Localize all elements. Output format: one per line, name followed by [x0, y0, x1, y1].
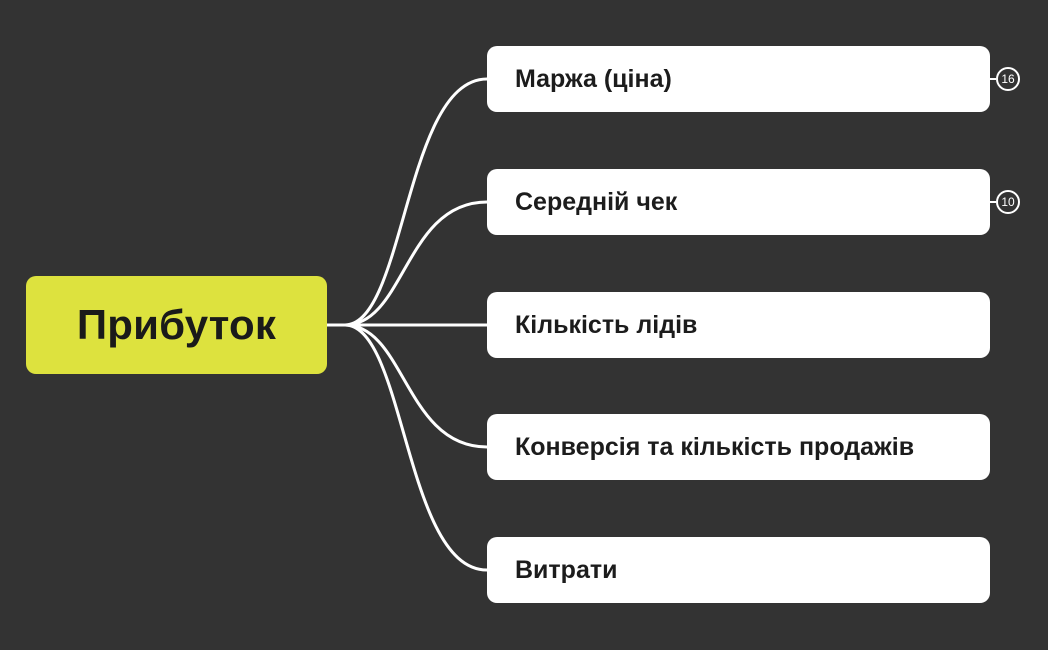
subtopic-node-vytraty[interactable]: Витрати: [487, 537, 990, 603]
connector-line-marzha: [344, 77, 488, 327]
subtopic-node-serednii-chek[interactable]: Середній чек: [487, 169, 990, 235]
subtopic-label: Конверсія та кількість продажів: [515, 432, 915, 461]
badge-count: 16: [1001, 72, 1015, 86]
subtopic-node-marzha[interactable]: Маржа (ціна): [487, 46, 990, 112]
subtopic-label: Середній чек: [515, 187, 678, 216]
subtopic-label: Кількість лідів: [515, 310, 698, 339]
connector-line-konversiia: [344, 323, 488, 449]
connector-line-vytraty: [344, 323, 488, 572]
badge-count: 10: [1001, 195, 1015, 209]
root-topic-label: Прибуток: [76, 301, 277, 348]
connector-line-serednii-chek: [344, 200, 488, 327]
badge-connector: [990, 78, 996, 80]
badge-connector: [990, 201, 996, 203]
subtopic-label: Витрати: [515, 555, 618, 584]
subtopic-node-konversiia[interactable]: Конверсія та кількість продажів: [487, 414, 990, 480]
collapsed-count-badge[interactable]: 10: [996, 190, 1020, 214]
subtopic-label: Маржа (ціна): [515, 64, 672, 93]
subtopic-node-kilkist-lidiv[interactable]: Кількість лідів: [487, 292, 990, 358]
root-topic-node[interactable]: Прибуток: [26, 276, 327, 374]
collapsed-count-badge[interactable]: 16: [996, 67, 1020, 91]
